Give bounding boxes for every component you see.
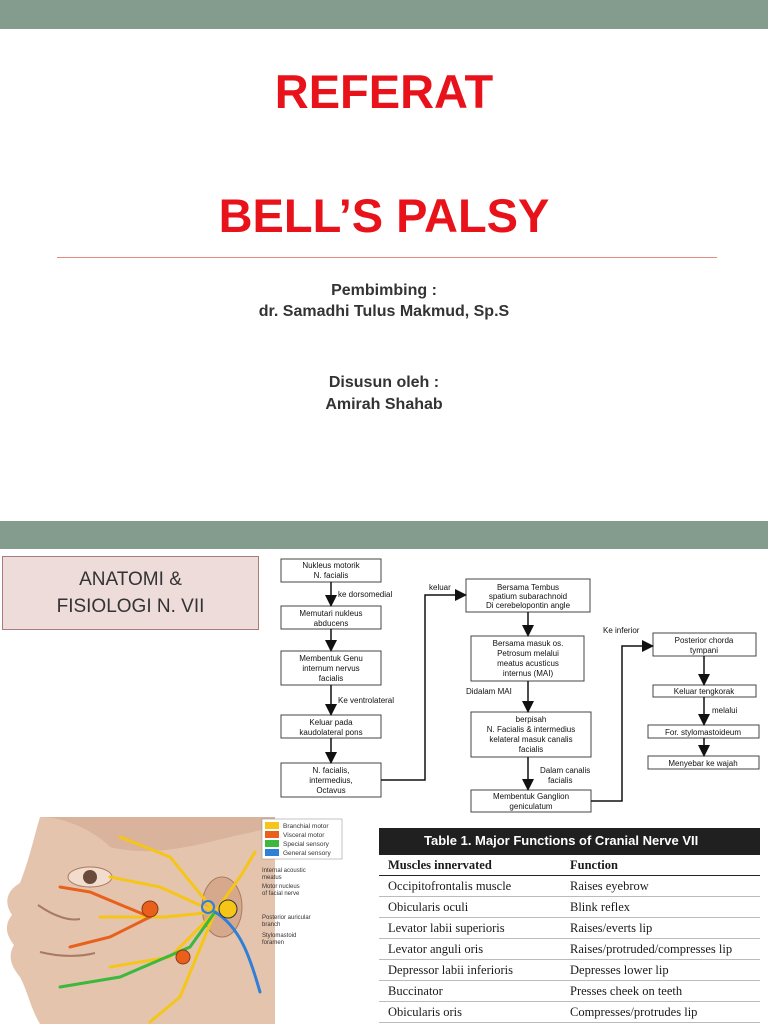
svg-text:geniculatum: geniculatum	[509, 802, 552, 811]
svg-text:Memutari nukleus: Memutari nukleus	[299, 609, 362, 618]
table-row: Occipitofrontalis muscle Raises eyebrow	[379, 876, 760, 897]
table-row: Buccinator Presses cheek on teeth	[379, 981, 760, 1002]
svg-text:Bersama masuk os.: Bersama masuk os.	[493, 639, 564, 648]
edge-keluar: keluar	[429, 583, 451, 592]
svg-text:General sensory: General sensory	[283, 850, 331, 857]
section-title-line1: ANATOMI &	[79, 569, 182, 590]
svg-text:N. facialis: N. facialis	[314, 571, 349, 580]
title-divider	[57, 257, 717, 258]
cell-muscle: Buccinator	[388, 984, 443, 998]
table-row: Obicularis oris Compresses/protrudes lip	[379, 1002, 760, 1023]
svg-text:N. facialis,: N. facialis,	[313, 766, 350, 775]
svg-text:abducens: abducens	[314, 619, 349, 628]
svg-text:Membentuk Ganglion: Membentuk Ganglion	[493, 792, 569, 801]
box-nukleus-text: Nukleus motorik	[302, 561, 360, 570]
col-header-muscles: Muscles innervated	[388, 858, 492, 872]
svg-text:of facial nerve: of facial nerve	[262, 891, 300, 897]
cell-function: Blink reflex	[570, 900, 631, 914]
facial-nerve-anatomy-figure: Branchial motor Visceral motor Special s…	[0, 817, 372, 1024]
slide-accent-bar	[0, 521, 768, 549]
legend-swatch-special	[265, 840, 279, 847]
cell-muscle: Depressor labii inferioris	[388, 963, 513, 977]
svg-text:kaudolateral pons: kaudolateral pons	[299, 728, 362, 737]
svg-text:kelateral masuk canalis: kelateral masuk canalis	[489, 735, 572, 744]
edge-canalis: Dalam canalis	[540, 766, 590, 775]
svg-text:Visceral motor: Visceral motor	[283, 832, 325, 839]
top-accent-bar	[0, 0, 768, 29]
disusun-name: Amirah Shahab	[325, 396, 443, 413]
svg-text:Stylomastoid: Stylomastoid	[262, 933, 296, 939]
cell-muscle: Occipitofrontalis muscle	[388, 879, 512, 893]
svg-text:foramen: foramen	[262, 940, 284, 946]
cell-muscle: Levator anguli oris	[388, 942, 484, 956]
svg-text:facialis: facialis	[319, 674, 343, 683]
table-row: Obicularis oculi Blink reflex	[379, 897, 760, 918]
cell-muscle: Obicularis oris	[388, 1005, 462, 1019]
legend-swatch-general	[265, 849, 279, 856]
section-title-line2: FISIOLOGI N. VII	[56, 596, 205, 617]
table-row: Depressor labii inferioris Depresses low…	[379, 960, 760, 981]
svg-text:Keluar tengkorak: Keluar tengkorak	[674, 687, 735, 696]
table-header-row: Muscles innervated Function	[379, 855, 760, 876]
col-header-function: Function	[570, 858, 618, 872]
figure-labels: Internal acoustic meatus Motor nucleus o…	[262, 868, 311, 946]
figure-legend: Branchial motor Visceral motor Special s…	[261, 818, 343, 860]
title-bells-palsy: BELL’S PALSY	[218, 189, 550, 242]
cell-muscle: Obicularis oculi	[388, 900, 469, 914]
svg-text:Membentuk Genu: Membentuk Genu	[299, 654, 363, 663]
svg-text:branch: branch	[262, 922, 280, 928]
svg-text:meatus: meatus	[262, 875, 282, 881]
pembimbing-name: dr. Samadhi Tulus Makmud, Sp.S	[258, 303, 510, 320]
cell-function: Compresses/protrudes lip	[570, 1005, 698, 1019]
svg-text:For. stylomastoideum: For. stylomastoideum	[665, 728, 741, 737]
svg-text:Motor nucleus: Motor nucleus	[262, 884, 300, 890]
cell-function: Raises eyebrow	[570, 879, 649, 893]
svg-text:berpisah: berpisah	[516, 715, 547, 724]
svg-text:spatium subarachnoid: spatium subarachnoid	[489, 592, 567, 601]
edge-didalam: Didalam MAI	[466, 687, 512, 696]
edge-dorsomedial: ke dorsomedial	[338, 590, 392, 599]
anatomy-slide: ANATOMI & FISIOLOGI N. VII	[0, 521, 768, 1024]
svg-text:internus (MAI): internus (MAI)	[503, 669, 554, 678]
svg-text:N. Facialis & intermedius: N. Facialis & intermedius	[487, 725, 575, 734]
section-title-box: ANATOMI & FISIOLOGI N. VII	[2, 556, 259, 630]
disusun-label: Disusun oleh :	[328, 374, 440, 391]
cell-function: Raises/protruded/compresses lip	[570, 942, 733, 956]
svg-text:Keluar pada: Keluar pada	[309, 718, 353, 727]
svg-text:tympani: tympani	[690, 646, 718, 655]
svg-text:internum nervus: internum nervus	[302, 664, 359, 673]
svg-text:Menyebar ke wajah: Menyebar ke wajah	[668, 759, 737, 768]
cranial-nerve-table: Table 1. Major Functions of Cranial Nerv…	[379, 828, 760, 1024]
facial-nerve-flowchart: Nukleus motorik N. facialis Memutari nuk…	[270, 550, 768, 815]
svg-text:Bersama Tembus: Bersama Tembus	[497, 583, 559, 592]
svg-text:Special sensory: Special sensory	[283, 841, 330, 848]
legend-swatch-branchial	[265, 822, 279, 829]
title-slide: REFERAT BELL’S PALSY Pembimbing : dr. Sa…	[0, 0, 768, 413]
cell-function: Presses cheek on teeth	[570, 984, 683, 998]
svg-text:Petrosum melalui: Petrosum melalui	[497, 649, 559, 658]
svg-text:facialis: facialis	[548, 776, 572, 785]
cell-function: Depresses lower lip	[570, 963, 669, 977]
svg-text:intermedius,: intermedius,	[309, 776, 353, 785]
svg-text:Posterior chorda: Posterior chorda	[675, 636, 734, 645]
cell-function: Raises/everts lip	[570, 921, 653, 935]
svg-text:Internal acoustic: Internal acoustic	[262, 868, 306, 874]
edge-inferior: Ke inferior	[603, 626, 640, 635]
cell-muscle: Levator labii superioris	[388, 921, 505, 935]
legend-swatch-visceral	[265, 831, 279, 838]
edge-melalui: melalui	[712, 706, 738, 715]
title-referat: REFERAT	[274, 65, 494, 118]
pembimbing-label: Pembimbing :	[331, 282, 437, 299]
svg-text:Posterior auricular: Posterior auricular	[262, 915, 311, 921]
edge-ventrolateral: Ke ventrolateral	[338, 696, 394, 705]
table-row: Levator anguli oris Raises/protruded/com…	[379, 939, 760, 960]
svg-text:Di cerebelopontin angle: Di cerebelopontin angle	[486, 601, 571, 610]
svg-text:Branchial motor: Branchial motor	[283, 823, 329, 830]
svg-text:meatus acusticus: meatus acusticus	[497, 659, 559, 668]
table-row: Levator labii superioris Raises/everts l…	[379, 918, 760, 939]
table-title: Table 1. Major Functions of Cranial Nerv…	[379, 828, 760, 854]
svg-text:facialis: facialis	[519, 745, 543, 754]
svg-text:Octavus: Octavus	[316, 786, 345, 795]
